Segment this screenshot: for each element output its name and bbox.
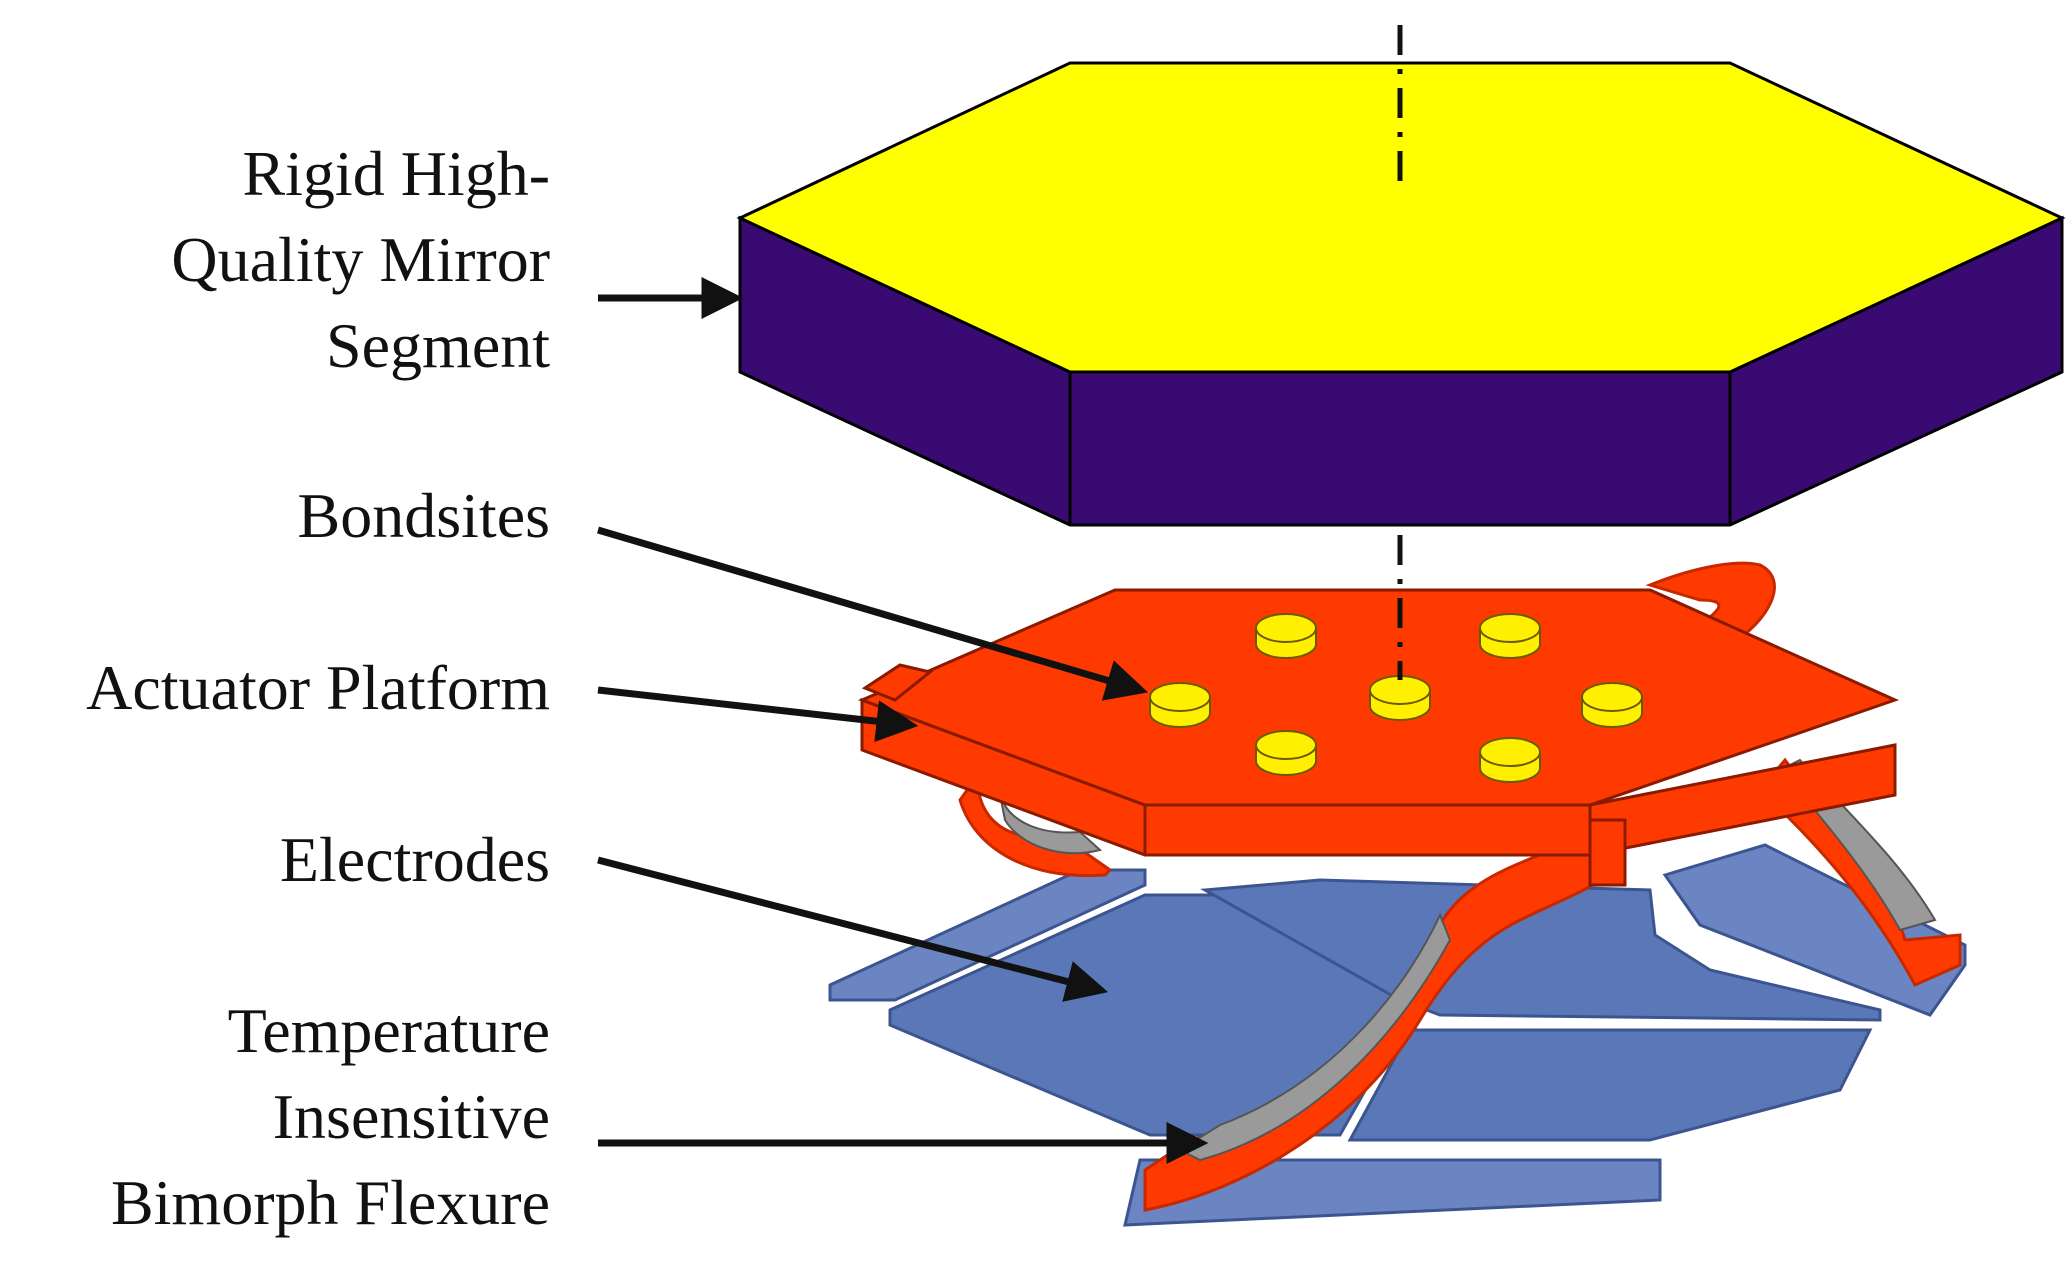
arrow-electrodes xyxy=(597,856,1109,1002)
platform-tab-bottom xyxy=(1588,818,1627,887)
arrow-platform xyxy=(597,686,919,743)
label-flexure-line-1: Temperature xyxy=(227,995,550,1066)
bondsite xyxy=(1479,737,1541,783)
label-bondsites: Bondsites xyxy=(297,480,550,551)
label-mirror-line-3: Segment xyxy=(326,310,550,381)
platform-tab-left xyxy=(861,663,934,702)
label-electrodes: Electrodes xyxy=(279,824,550,895)
callout-arrows xyxy=(597,277,1209,1164)
bondsite xyxy=(1581,682,1643,728)
bondsite xyxy=(1369,675,1431,721)
label-mirror: Rigid High- Quality Mirror Segment xyxy=(171,131,550,389)
label-mirror-line-2: Quality Mirror xyxy=(171,224,550,295)
label-flexure-line-2: Insensitive xyxy=(272,1081,550,1152)
electrodes xyxy=(828,843,1967,1227)
arrow-bondsites xyxy=(597,526,1149,701)
electrode-bottom-strip xyxy=(1123,1158,1662,1227)
flexure-top-right xyxy=(1645,561,1776,647)
bondsite xyxy=(1149,682,1211,728)
label-mirror-line-1: Rigid High- xyxy=(242,138,550,209)
electrode-right xyxy=(1662,843,1967,1017)
bondsite xyxy=(1255,730,1317,776)
label-flexure: Temperature Insensitive Bimorph Flexure xyxy=(111,988,550,1246)
bondsites-group xyxy=(1149,613,1643,783)
bondsite xyxy=(1479,613,1541,659)
label-flexure-line-3: Bimorph Flexure xyxy=(110,1167,550,1238)
label-platform: Actuator Platform xyxy=(86,652,550,723)
bondsite xyxy=(1255,613,1317,659)
electrode-center xyxy=(1347,1028,1873,1142)
flexure-left-metal xyxy=(999,794,1103,855)
mirror-segment xyxy=(736,61,2066,527)
